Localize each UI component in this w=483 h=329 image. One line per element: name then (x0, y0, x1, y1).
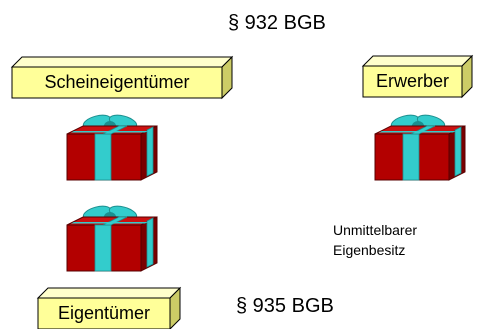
box-erwerber-label: Erwerber (375, 71, 450, 91)
box-eigentuemer-shape (36, 286, 182, 329)
box-erwerber-shape (361, 54, 474, 99)
box-erwerber: Erwerber (361, 54, 474, 99)
note-line-1: Unmittelbarer (333, 222, 418, 238)
gift-icon-top-right (373, 112, 466, 182)
box-eigentuemer: Eigentümer (36, 286, 182, 329)
paragraph-932-title: § 932 BGB (228, 12, 326, 34)
paragraph-935-title: § 935 BGB (236, 295, 334, 317)
box-scheineigentuemer-label: Scheineigentümer (44, 72, 190, 92)
box-scheineigentuemer: Scheineigentümer (10, 55, 234, 100)
possession-note: Unmittelbarer Eigenbesitz (333, 220, 417, 260)
gift-icon-top-left (65, 112, 158, 182)
note-line-2: Eigenbesitz (333, 242, 406, 258)
gift-icon-bottom-left (65, 203, 158, 273)
box-scheineigentuemer-shape (10, 55, 234, 100)
box-eigentuemer-label: Eigentümer (57, 303, 151, 323)
